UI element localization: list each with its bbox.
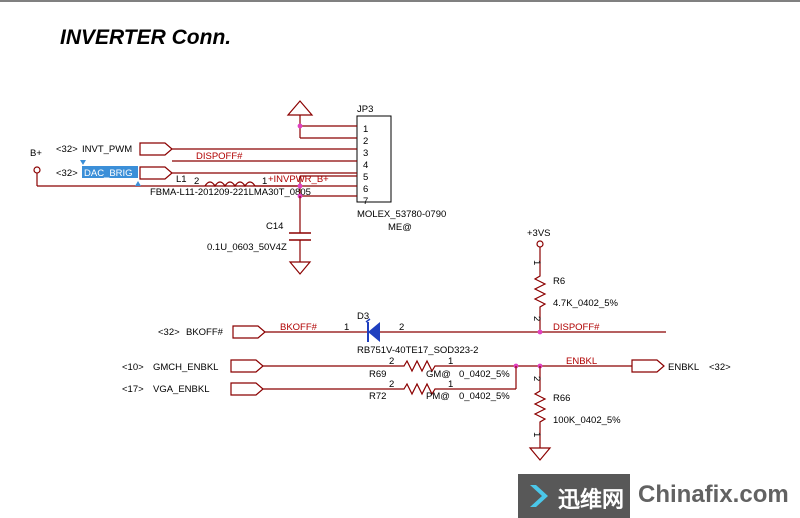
r6-value: 4.7K_0402_5% <box>553 298 619 309</box>
inductor-l1: L1 2 1 FBMA-L11-201209-221LMA30T_0805 +I… <box>150 174 329 198</box>
dispoff-net-label-top: DISPOFF# <box>196 151 243 162</box>
r69-value: 0_0402_5% <box>459 369 510 380</box>
connector-pin-3: 3 <box>363 148 368 159</box>
gmch-enbkl-ref: <10> <box>122 362 144 373</box>
vga-enbkl-net: <17> VGA_ENBKL <box>122 382 400 396</box>
resistor-r72: 2 1 R72 PM@ 0_0402_5% <box>369 379 510 402</box>
invt-pwm-ref: <32> <box>56 144 78 155</box>
r66-value: 100K_0402_5% <box>553 415 621 426</box>
connector-pin-6: 6 <box>363 184 368 195</box>
r66-ref: R66 <box>553 393 570 404</box>
connector-ref: JP3 <box>357 104 373 115</box>
diode-d3: D3 1 2 RB751V-40TE17_SOD323-2 <box>344 311 540 356</box>
resistor-r69: 2 1 R69 GM@ 0_0402_5% <box>369 356 510 380</box>
r72-ref: R72 <box>369 391 386 402</box>
gmch-enbkl-net: <10> GMCH_ENBKL <box>122 359 400 373</box>
connector-pin-4: 4 <box>363 160 368 171</box>
junction-dot <box>297 183 303 189</box>
bkoff-label: BKOFF# <box>186 327 224 338</box>
dac-brig-ref: <32> <box>56 168 78 179</box>
dispoff-net-label: DISPOFF# <box>553 322 600 333</box>
gmch-enbkl-label: GMCH_ENBKL <box>153 362 218 373</box>
connector-pin-5: 5 <box>363 172 368 183</box>
connector-pin-7: 7 <box>363 196 368 207</box>
connector-option: ME@ <box>388 222 412 233</box>
l1-pin2: 2 <box>194 176 199 187</box>
r69-option: GM@ <box>426 369 451 380</box>
p3vs-label: +3VS <box>527 228 551 239</box>
enbkl-out: ENBKL <32> <box>631 359 731 373</box>
bkoff-net-label: BKOFF# <box>280 322 318 333</box>
connector-part: MOLEX_53780-0790 <box>357 209 446 220</box>
r69-ref: R69 <box>369 369 386 380</box>
capacitor-c14: C14 0.1U_0603_50V4Z <box>207 196 312 275</box>
invt-pwm-net: <32> INVT_PWM <box>56 142 357 156</box>
watermark-logo-icon <box>530 485 548 507</box>
watermark: 迅维网 Chinafix.com <box>518 474 800 518</box>
p3vs-power: +3VS <box>527 228 551 270</box>
junction-dot <box>537 329 543 335</box>
r72-value: 0_0402_5% <box>459 391 510 402</box>
watermark-en-text: Chinafix.com <box>638 481 789 508</box>
connector-pin-2: 2 <box>363 136 368 147</box>
connector-pin-1: 1 <box>363 124 368 135</box>
d3-ref: D3 <box>357 311 369 322</box>
r66-pin1: 1 <box>531 432 542 437</box>
resistor-r66: 2 1 R66 100K_0402_5% <box>528 366 621 461</box>
r6-pin1: 1 <box>531 260 542 265</box>
r69-pin2: 2 <box>389 356 394 367</box>
dac-brig-highlight <box>82 166 138 178</box>
bkoff-net: <32> BKOFF# BKOFF# <box>158 322 360 339</box>
invpwr-net-label: +INVPWR_B+ <box>268 174 329 185</box>
dac-brig-net: <32> DAC_BRIG <box>56 160 357 186</box>
r69-pin1: 1 <box>448 356 453 367</box>
resistor-r6: 1 2 R6 4.7K_0402_5% <box>531 260 619 331</box>
r6-ref: R6 <box>553 276 565 287</box>
r6-pin2: 2 <box>531 316 542 321</box>
c14-ref: C14 <box>266 221 283 232</box>
enbkl-net-label: ENBKL <box>566 356 597 367</box>
watermark-cn-text: 迅维网 <box>558 488 625 513</box>
watermark-logo-box: 迅维网 <box>518 474 630 518</box>
d3-pin2: 2 <box>399 322 404 333</box>
connector-jp3: JP3 1 2 3 4 5 6 7 MOLEX_53780-0790 ME@ <box>356 104 446 233</box>
c14-value: 0.1U_0603_50V4Z <box>207 242 287 253</box>
invt-pwm-label: INVT_PWM <box>82 144 132 155</box>
enbkl-out-label: ENBKL <box>668 362 699 373</box>
dac-brig-label: DAC_BRIG <box>84 168 133 179</box>
connector-body <box>356 115 392 203</box>
l1-pin1: 1 <box>262 176 267 187</box>
junction-dot <box>297 123 303 129</box>
bplus-label: B+ <box>30 148 42 159</box>
bkoff-ref: <32> <box>158 327 180 338</box>
d3-pin1: 1 <box>344 322 349 333</box>
vga-enbkl-label: VGA_ENBKL <box>153 384 210 395</box>
ground-symbol-r66 <box>528 447 552 461</box>
vga-enbkl-ref: <17> <box>122 384 144 395</box>
l1-ref: L1 <box>176 174 187 185</box>
r72-pin1: 1 <box>448 379 453 390</box>
r66-pin2: 2 <box>531 376 542 381</box>
l1-value: FBMA-L11-201209-221LMA30T_0805 <box>150 187 311 198</box>
d3-value: RB751V-40TE17_SOD323-2 <box>357 345 478 356</box>
r72-option: PM@ <box>426 391 450 402</box>
ground-symbol-top <box>286 100 357 139</box>
r72-pin2: 2 <box>389 379 394 390</box>
enbkl-out-ref: <32> <box>709 362 731 373</box>
page-title: INVERTER Conn. <box>60 26 232 49</box>
